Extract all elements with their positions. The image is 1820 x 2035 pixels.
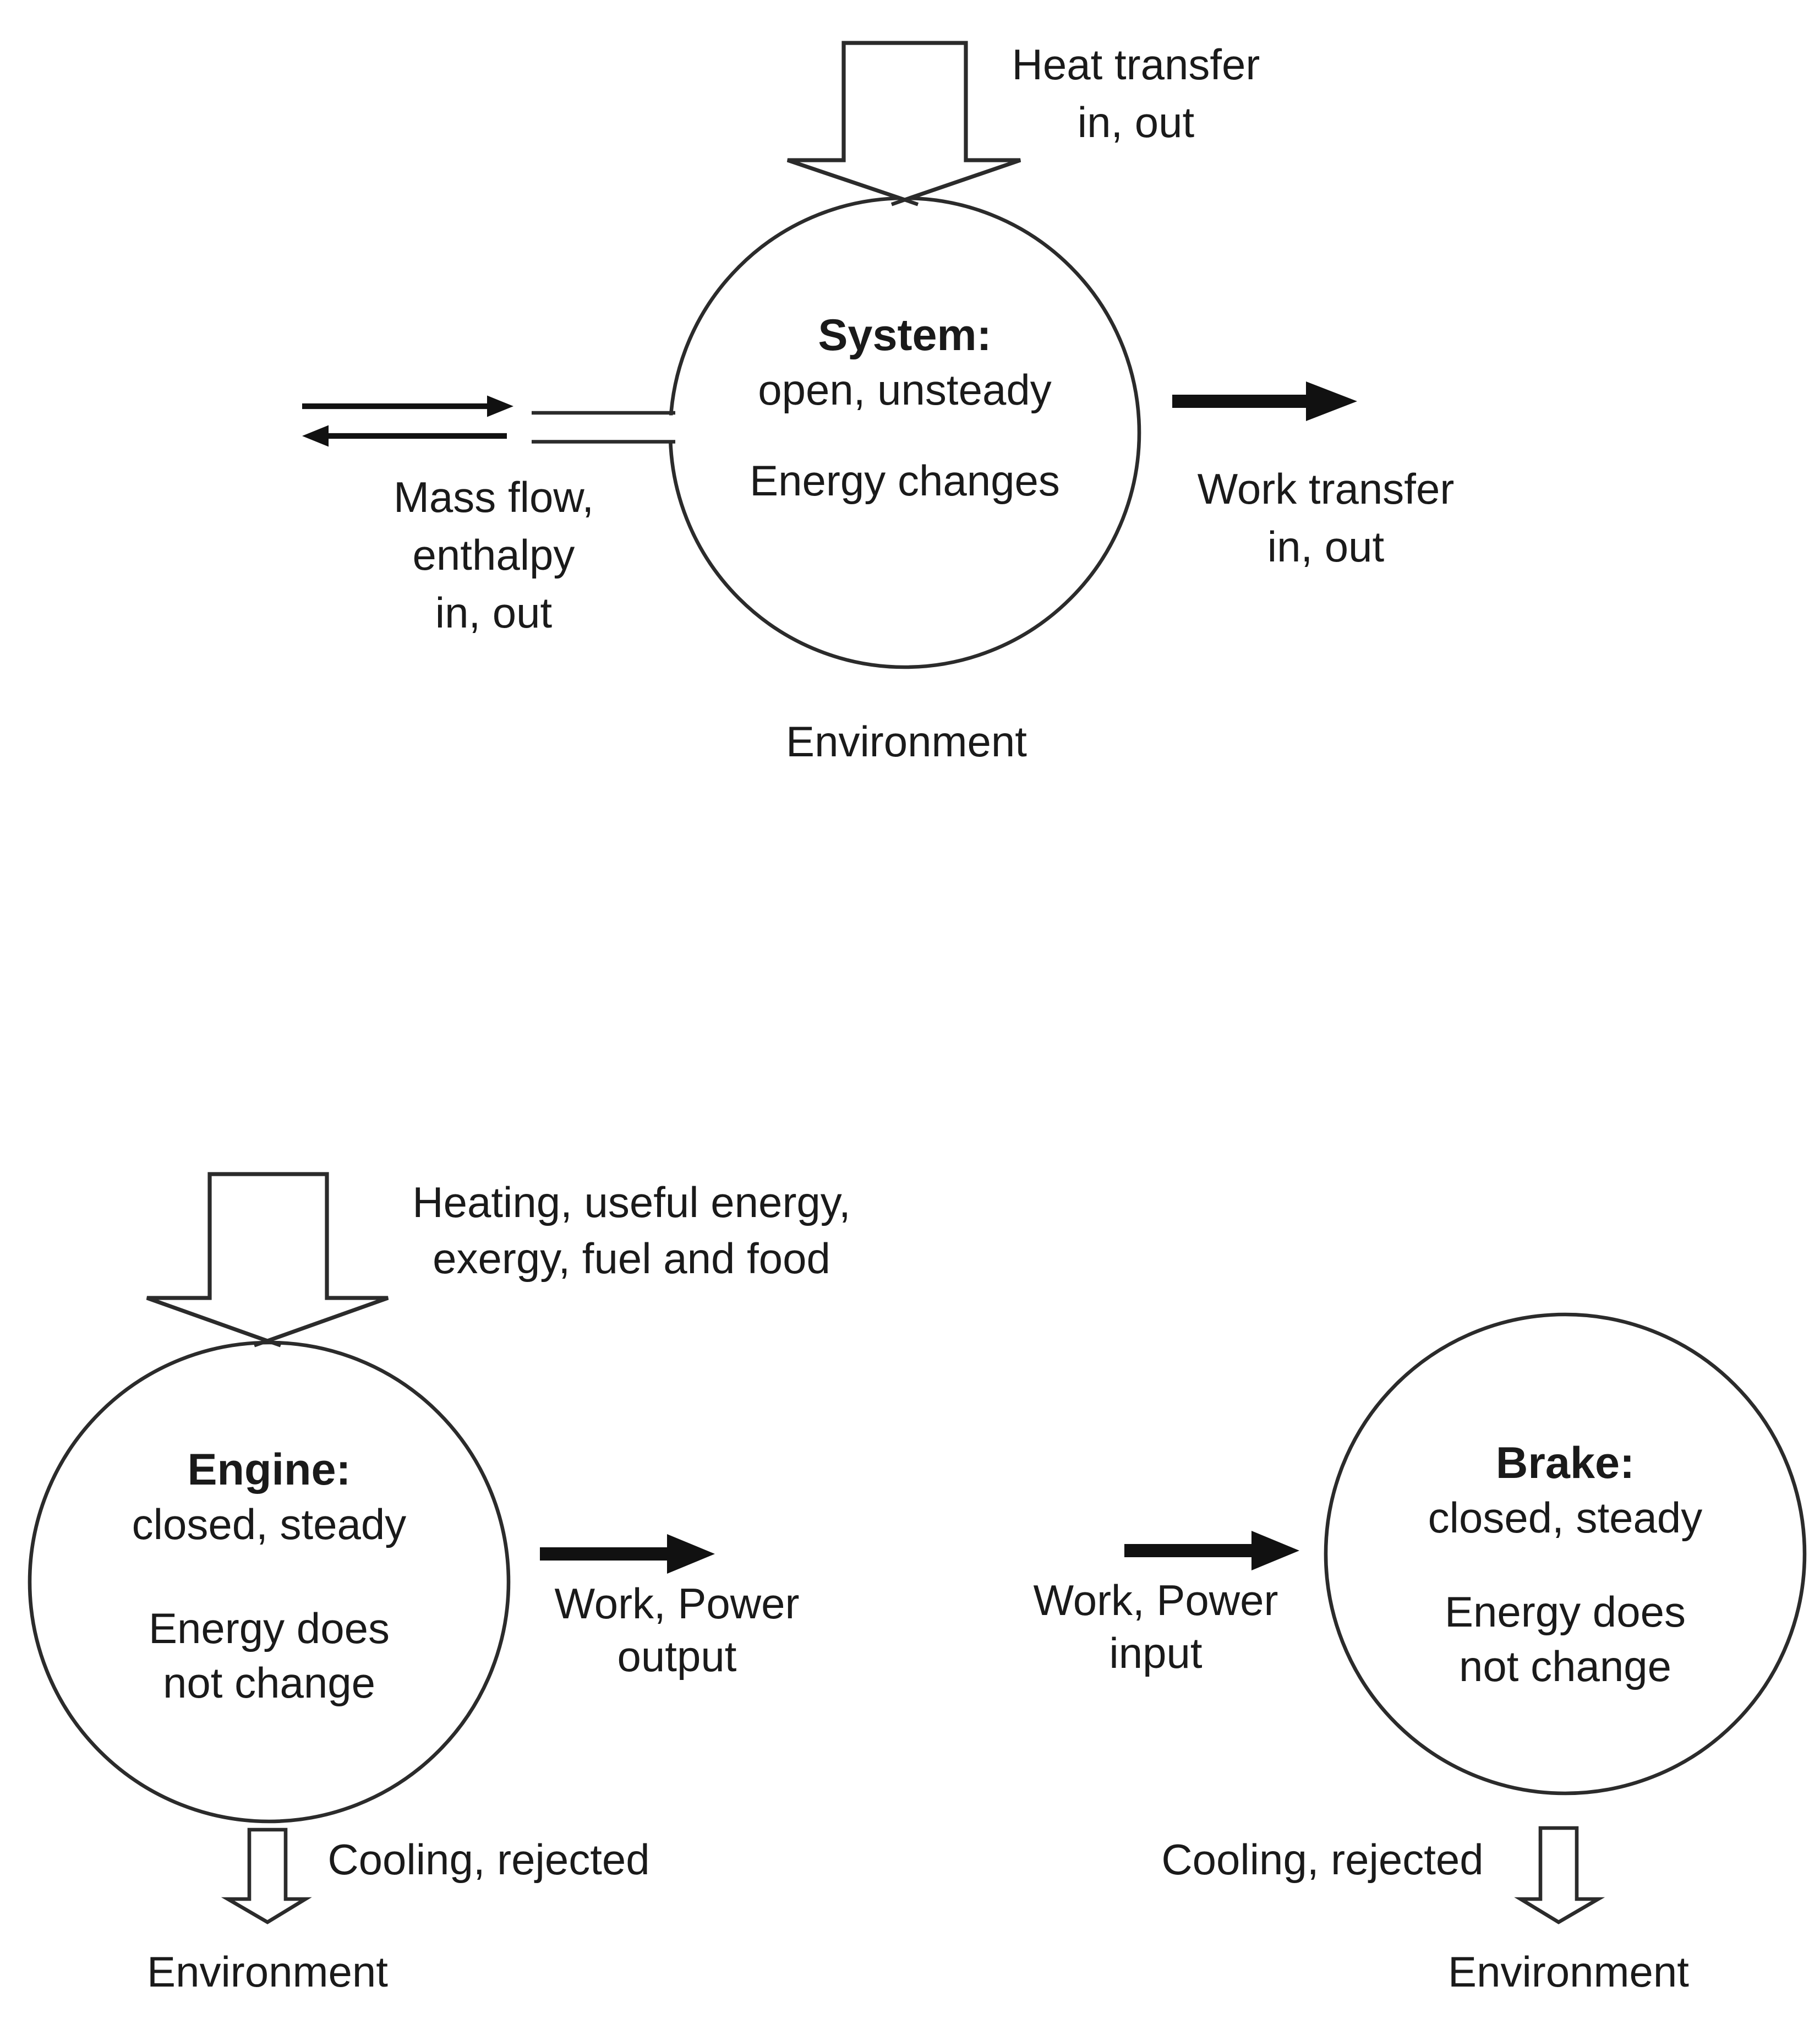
heating-arrow-tip-cross-left xyxy=(266,1339,282,1347)
mass-flow-label-line3: in, out xyxy=(435,588,553,637)
work-transfer-label-line1: Work transfer xyxy=(1197,464,1455,514)
heating-input-label: Heating, useful energy, exergy, fuel and… xyxy=(347,1174,916,1286)
brake-circle-text: Brake: closed, steady Energy does not ch… xyxy=(1334,1437,1796,1694)
engine-circle-text: Engine: closed, steady Energy does not c… xyxy=(38,1443,500,1711)
work-transfer-arrow-icon xyxy=(1172,381,1357,421)
brake-environment-label: Environment xyxy=(1321,1944,1816,2001)
heat-arrow-tip-cross-right xyxy=(890,198,906,206)
engine-status-line2: not change xyxy=(162,1658,375,1707)
mass-flow-out-arrow-head-icon xyxy=(302,425,329,447)
system-pipe-opening xyxy=(654,415,685,440)
heat-arrow-tip-cross-left xyxy=(904,198,919,206)
engine-title: Engine: xyxy=(187,1445,351,1494)
work-transfer-label: Work transfer in, out xyxy=(1078,461,1573,576)
mass-flow-label-line1: Mass flow, xyxy=(393,472,594,522)
work-power-output-label: Work, Power output xyxy=(429,1577,925,1683)
system-text-spacer xyxy=(674,418,1136,454)
engine-cooling-label: Cooling, rejected xyxy=(241,1831,736,1889)
heat-transfer-block-arrow-icon xyxy=(786,41,1021,202)
work-power-input-label-line2: input xyxy=(1109,1628,1203,1678)
system-status: Energy changes xyxy=(750,456,1060,505)
brake-text-spacer xyxy=(1334,1546,1796,1585)
system-subtitle: open, unsteady xyxy=(758,365,1052,414)
work-power-output-label-line2: output xyxy=(617,1632,737,1681)
engine-status-line1: Energy does xyxy=(149,1603,390,1653)
work-transfer-label-line2: in, out xyxy=(1267,522,1385,571)
mass-flow-in-arrow-head-icon xyxy=(487,395,513,417)
brake-subtitle: closed, steady xyxy=(1428,1493,1703,1542)
brake-status-line2: not change xyxy=(1458,1641,1671,1691)
heat-transfer-label-line2: in, out xyxy=(1077,97,1195,147)
brake-title: Brake: xyxy=(1495,1438,1635,1488)
heating-input-block-arrow-icon xyxy=(146,1172,389,1343)
work-power-output-arrow-icon xyxy=(539,1534,715,1574)
mass-flow-label-line2: enthalpy xyxy=(412,530,575,580)
heating-arrow-tip-cross-right xyxy=(253,1339,269,1347)
work-power-input-label-line1: Work, Power xyxy=(1033,1575,1278,1625)
engine-cooling-block-arrow-icon xyxy=(221,1827,312,1924)
brake-circle xyxy=(1324,1312,1807,1796)
work-power-input-arrow-icon xyxy=(1124,1530,1299,1570)
mass-flow-label: Mass flow, enthalpy in, out xyxy=(254,469,733,642)
engine-environment-text: Environment xyxy=(147,1947,388,1996)
brake-status-line1: Energy does xyxy=(1445,1587,1686,1636)
system-circle-text: System: open, unsteady Energy changes xyxy=(674,309,1136,509)
system-title: System: xyxy=(818,310,992,360)
heat-transfer-label-line1: Heat transfer xyxy=(1012,40,1260,89)
engine-environment-label: Environment xyxy=(20,1944,515,2001)
brake-cooling-label: Cooling, rejected xyxy=(1075,1831,1570,1889)
system-environment-text: Environment xyxy=(786,717,1027,766)
heat-transfer-label: Heat transfer in, out xyxy=(888,36,1384,152)
brake-environment-text: Environment xyxy=(1448,1947,1689,1996)
heating-input-label-line2: exergy, fuel and food xyxy=(433,1234,830,1283)
engine-subtitle: closed, steady xyxy=(132,1499,407,1549)
brake-cooling-block-arrow-icon xyxy=(1514,1826,1605,1924)
heating-input-label-line1: Heating, useful energy, xyxy=(412,1177,851,1227)
brake-cooling-text: Cooling, rejected xyxy=(1161,1835,1484,1884)
engine-cooling-text: Cooling, rejected xyxy=(327,1835,650,1884)
work-power-input-label: Work, Power input xyxy=(908,1574,1403,1679)
system-environment-label: Environment xyxy=(659,713,1154,771)
work-power-output-label-line1: Work, Power xyxy=(554,1579,800,1628)
